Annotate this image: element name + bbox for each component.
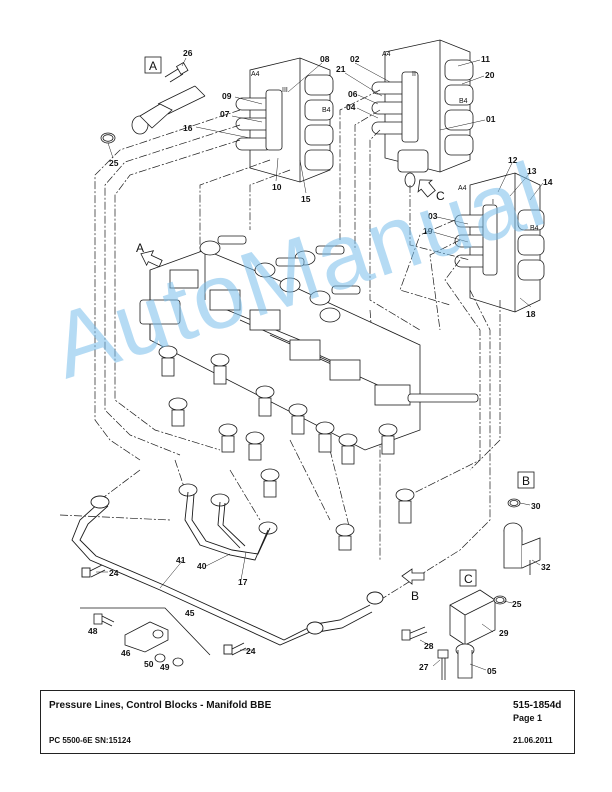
block-ii-roman-label: II	[412, 71, 416, 78]
callout-40: 40	[197, 561, 207, 571]
control-block-iii	[235, 57, 334, 183]
view-arrows	[140, 179, 436, 585]
pipe-routings	[59, 89, 501, 601]
view-arrow-a-label: A	[136, 241, 144, 255]
block-i-roman-label: I	[492, 199, 494, 206]
exploded-diagram: A B C A B C A4 B4 A4 B4 A4 B4 III II I 2…	[59, 39, 553, 680]
machine-model: PC 5500-6E SN:15124	[49, 736, 131, 745]
title-block: Pressure Lines, Control Blocks - Manifol…	[40, 690, 575, 754]
callout-28: 28	[424, 641, 434, 651]
view-arrow-b-label: B	[411, 589, 419, 603]
callout-25-lower: 25	[512, 599, 522, 609]
block-iii-a4-label: A4	[251, 71, 260, 78]
callout-24: 24	[109, 568, 119, 578]
callout-04: 04	[346, 102, 356, 112]
control-block-i	[454, 172, 545, 313]
block-ii-a4-label: A4	[382, 51, 391, 58]
callout-06: 06	[348, 89, 358, 99]
detail-box-b-label: B	[522, 474, 530, 488]
callout-13: 13	[527, 166, 537, 176]
callout-32: 32	[541, 562, 551, 572]
block-ii-b4-label: B4	[459, 98, 468, 105]
callout-05: 05	[487, 666, 497, 676]
block-i-b4-label: B4	[530, 225, 539, 232]
detail-a-flange	[100, 56, 206, 144]
callout-17: 17	[238, 577, 248, 587]
detail-box-c-label: C	[464, 572, 473, 586]
detail-box-labels: A B C A B C A4 B4 A4 B4 A4 B4 III II I	[136, 51, 539, 603]
callout-30: 30	[531, 501, 541, 511]
callout-29: 29	[499, 628, 509, 638]
callout-27: 27	[419, 662, 429, 672]
callout-49: 49	[160, 662, 170, 672]
callout-24-lower: 24	[246, 646, 256, 656]
detail-box-a-label: A	[149, 59, 157, 73]
callout-16: 16	[183, 123, 193, 133]
callout-02: 02	[350, 54, 360, 64]
block-i-a4-label: A4	[458, 185, 467, 192]
callout-46: 46	[121, 648, 131, 658]
callout-50: 50	[144, 659, 154, 669]
callout-15: 15	[301, 194, 311, 204]
block-iii-roman-label: III	[282, 87, 288, 94]
callout-01: 01	[486, 114, 496, 124]
view-arrow-c-label: C	[436, 189, 445, 203]
clamp-group	[80, 607, 211, 667]
leader-lines	[96, 57, 544, 671]
callout-20: 20	[485, 70, 495, 80]
callout-18: 18	[526, 309, 536, 319]
detail-b-connector	[503, 471, 541, 575]
callout-21: 21	[336, 64, 346, 74]
callout-26: 26	[183, 48, 193, 58]
callout-11: 11	[481, 54, 490, 64]
callout-08: 08	[320, 54, 330, 64]
callout-45: 45	[185, 608, 195, 618]
callout-14: 14	[543, 177, 553, 187]
callout-19: 19	[423, 226, 433, 236]
callout-41: 41	[176, 555, 186, 565]
callout-48: 48	[88, 626, 98, 636]
callout-10: 10	[272, 182, 282, 192]
drawing-title: Pressure Lines, Control Blocks - Manifol…	[49, 700, 272, 711]
callout-12: 12	[508, 155, 518, 165]
issue-date: 21.06.2011	[513, 736, 553, 745]
callout-03: 03	[428, 211, 438, 221]
lower-flange-fittings	[158, 345, 415, 551]
callout-numbers: 26 25 16 08 09 07 10 15 02 21 06 04 11 2…	[88, 48, 553, 676]
callout-07: 07	[220, 109, 230, 119]
callout-09: 09	[222, 91, 232, 101]
page-number: Page 1	[513, 713, 543, 723]
manifold-valve-assembly	[139, 235, 479, 451]
callout-25: 25	[109, 158, 119, 168]
detail-c-manifold	[401, 569, 507, 680]
pressure-pipes	[71, 491, 384, 656]
document-number: 515-1854d	[513, 700, 562, 711]
block-iii-b4-label: B4	[322, 107, 331, 114]
control-block-ii	[371, 39, 474, 188]
